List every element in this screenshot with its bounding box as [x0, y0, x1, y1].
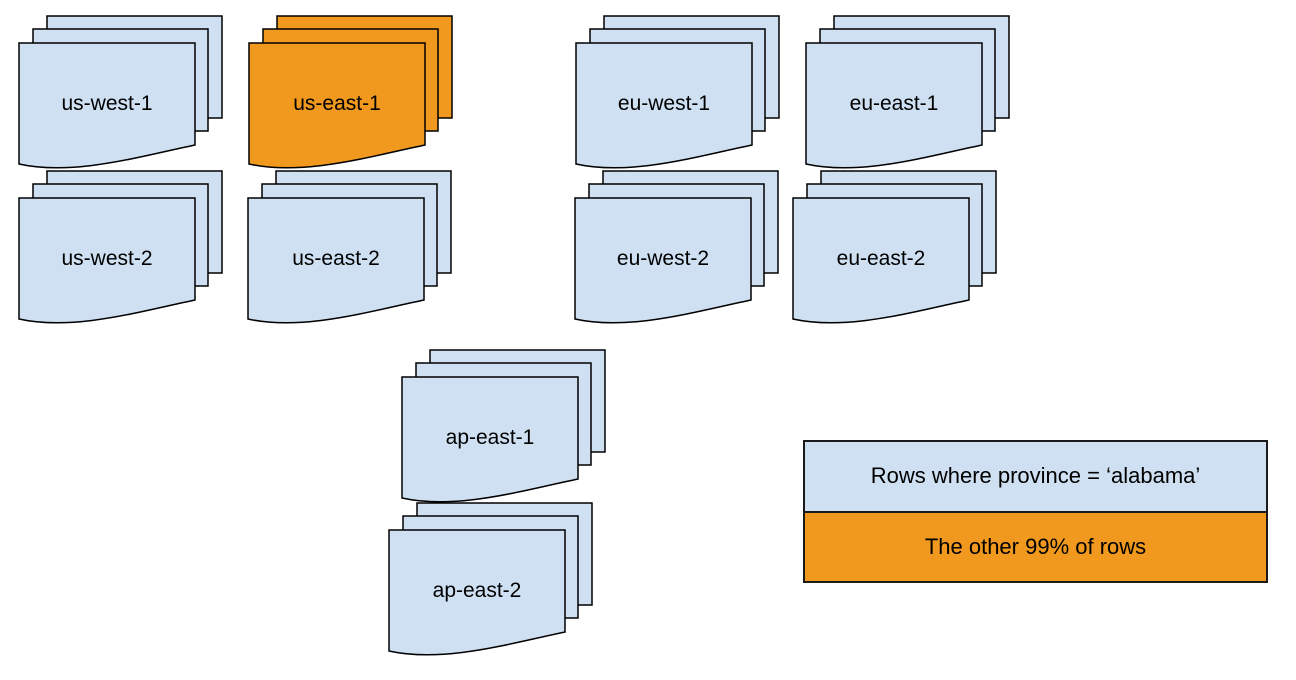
- region-label-eu-west-2: eu-west-2: [616, 247, 710, 270]
- front-document-shape: [18, 42, 196, 169]
- multi-document-icon: [401, 349, 606, 503]
- region-document-stack-us-west-2: us-west-2: [18, 170, 224, 332]
- multi-document-icon: [247, 170, 452, 324]
- region-document-stack-ap-east-2: ap-east-2: [388, 502, 594, 664]
- legend-item-label: The other 99% of rows: [924, 533, 1147, 559]
- region-document-stack-eu-east-2: eu-east-2: [792, 170, 998, 332]
- multi-document-icon: [18, 170, 223, 324]
- front-document-shape: [805, 42, 983, 169]
- front-document-shape: [401, 376, 579, 503]
- front-document-shape: [248, 42, 426, 169]
- region-label-eu-east-1: eu-east-1: [849, 92, 939, 115]
- multi-document-icon: [574, 170, 779, 324]
- region-document-stack-us-east-1: us-east-1: [248, 15, 454, 177]
- front-document-shape: [18, 197, 196, 324]
- legend-item-label: Rows where province = ‘alabama’: [870, 463, 1201, 489]
- region-label-us-west-1: us-west-1: [61, 92, 153, 115]
- multi-document-icon: [575, 15, 780, 169]
- region-label-ap-east-1: ap-east-1: [445, 426, 535, 449]
- front-document-shape: [388, 529, 566, 656]
- multi-document-icon: [248, 15, 453, 169]
- multi-document-icon: [805, 15, 1010, 169]
- region-document-stack-ap-east-1: ap-east-1: [401, 349, 607, 511]
- region-document-stack-us-east-2: us-east-2: [247, 170, 453, 332]
- region-label-eu-west-1: eu-west-1: [617, 92, 711, 115]
- region-document-stack-eu-east-1: eu-east-1: [805, 15, 1011, 177]
- multi-document-icon: [792, 170, 997, 324]
- region-label-us-east-1: us-east-1: [293, 92, 381, 115]
- region-label-eu-east-2: eu-east-2: [836, 247, 926, 270]
- front-document-shape: [575, 42, 753, 169]
- region-label-ap-east-2: ap-east-2: [432, 579, 522, 602]
- region-document-stack-eu-west-1: eu-west-1: [575, 15, 781, 177]
- front-document-shape: [247, 197, 425, 324]
- multi-document-icon: [388, 502, 593, 656]
- region-label-us-east-2: us-east-2: [292, 247, 380, 270]
- multi-document-icon: [18, 15, 223, 169]
- region-label-us-west-2: us-west-2: [61, 247, 153, 270]
- region-document-stack-us-west-1: us-west-1: [18, 15, 224, 177]
- front-document-shape: [574, 197, 752, 324]
- front-document-shape: [792, 197, 970, 324]
- legend-box: Rows where province = ‘alabama’ The othe…: [803, 440, 1268, 583]
- legend-item-alabama-rows: Rows where province = ‘alabama’: [805, 442, 1266, 511]
- region-document-stack-eu-west-2: eu-west-2: [574, 170, 780, 332]
- legend-item-other-rows: The other 99% of rows: [805, 510, 1266, 581]
